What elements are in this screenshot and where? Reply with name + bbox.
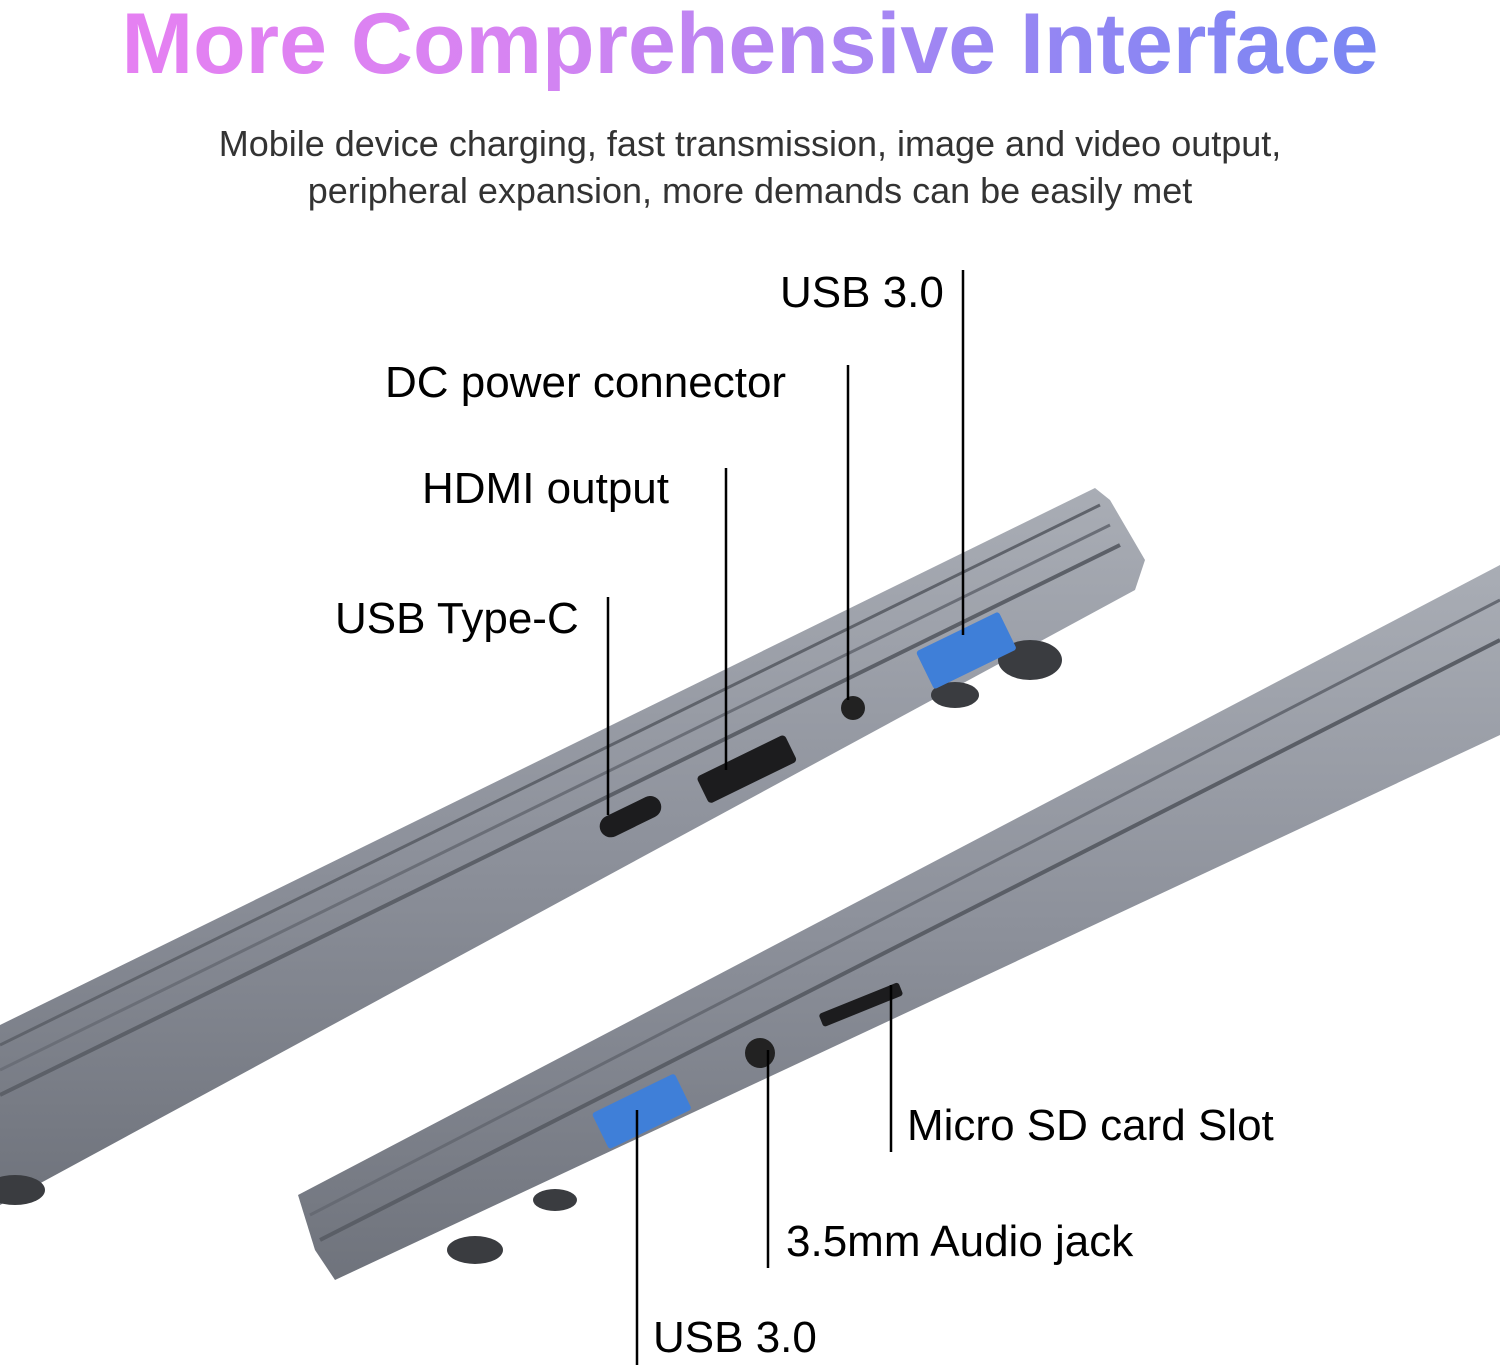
label-usb-c: USB Type-C [335,594,579,643]
subtitle-line-2: peripheral expansion, more demands can b… [307,170,1193,211]
label-usb30-bottom: USB 3.0 [653,1313,817,1362]
label-usb30-top: USB 3.0 [780,268,944,317]
subtitle-line-1: Mobile device charging, fast transmissio… [218,123,1282,164]
foot [0,1175,45,1205]
label-micro-sd: Micro SD card Slot [907,1101,1274,1150]
usb-a-port-top [916,612,1016,689]
label-audio: 3.5mm Audio jack [786,1217,1134,1266]
foot [447,1236,503,1264]
page-title: More Comprehensive Interface [0,0,1500,94]
foot [931,682,979,708]
foot [533,1189,577,1211]
label-dc-power: DC power connector [385,358,787,407]
leader-lines [606,270,965,1365]
usb-c-port [599,796,662,838]
usb-a-port-bottom [592,1074,691,1149]
audio-jack [745,1038,775,1068]
label-hdmi: HDMI output [422,464,669,513]
lower-laptop [298,565,1500,1280]
subtitle: Mobile device charging, fast transmissio… [0,120,1500,214]
upper-laptop [0,488,1145,1205]
dc-jack [841,696,865,720]
hdmi-port [697,735,797,803]
micro-sd-slot [819,982,903,1027]
